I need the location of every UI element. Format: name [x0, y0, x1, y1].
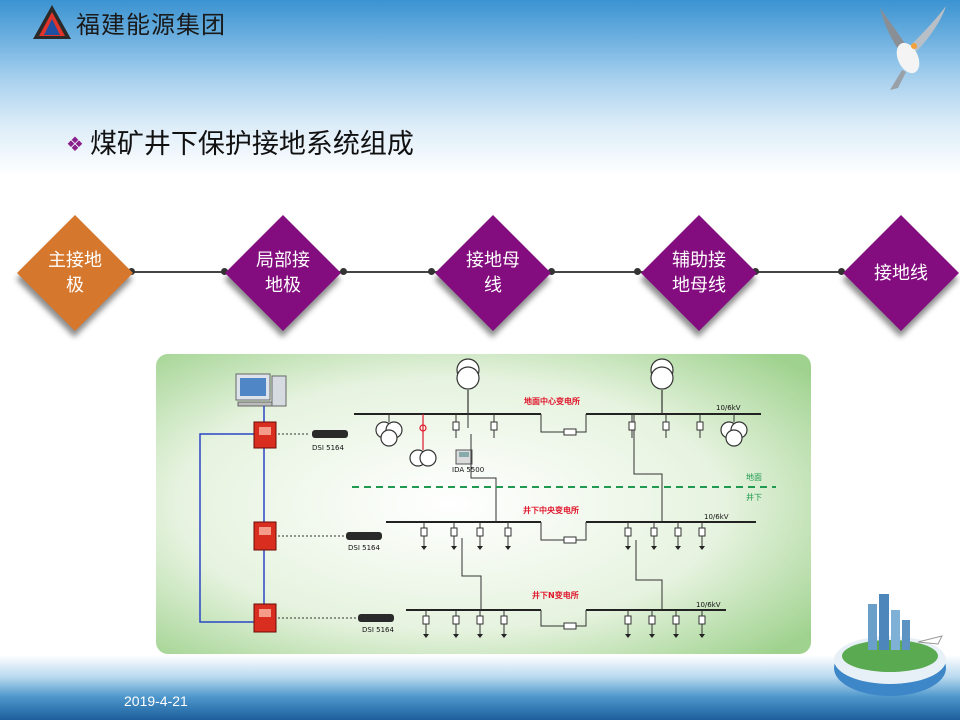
tie-lines	[461, 414, 663, 627]
connector-dot	[221, 268, 228, 275]
connector-dot	[634, 268, 641, 275]
connector-dot	[428, 268, 435, 275]
busbars	[354, 413, 761, 611]
dsi-label-1: DSI 5164	[312, 444, 344, 452]
monitor-unit-2	[253, 521, 277, 551]
dsi-label-2: DSI 5164	[348, 544, 380, 552]
ida-label: IDA 5500	[452, 466, 484, 474]
connector-dot	[548, 268, 555, 275]
footer-background	[0, 655, 960, 720]
slide-title: ❖煤矿井下保护接地系统组成	[66, 122, 414, 161]
monitor-unit-3	[253, 603, 277, 633]
flow-node-label: 接地线	[874, 262, 928, 284]
flow-node-label: 接地母 线	[466, 250, 520, 296]
voltage-label-3: 10/6kV	[696, 601, 721, 609]
monitor-network-wires	[199, 433, 265, 623]
monitor-unit-1	[253, 421, 277, 449]
computer-icon	[235, 373, 287, 407]
surface-substation-label: 地面中心变电所	[524, 396, 580, 406]
flow-node-main-electrode: 主接地 极	[16, 214, 134, 332]
dsi-devices	[278, 430, 394, 622]
header-background	[0, 0, 960, 175]
flow-node-aux-busbar: 辅助接 地母线	[640, 214, 758, 332]
seagull-icon	[880, 6, 946, 90]
connector-dot	[340, 268, 347, 275]
underground-label: 井下	[746, 492, 762, 502]
flow-node-ground-wire: 接地线	[842, 214, 960, 332]
ida-wire	[419, 414, 427, 450]
flow-node-local-electrode: 局部接 地极	[224, 214, 342, 332]
surface-label: 地面	[746, 472, 762, 482]
grounding-components-flow: 主接地 极 局部接 地极 接地母 线 辅助接 地母线 接地线	[0, 210, 960, 340]
dsi-label-3: DSI 5164	[362, 626, 394, 634]
underground-central-label: 井下中央变电所	[523, 505, 579, 515]
diamond-bullet-icon: ❖	[66, 132, 84, 156]
globe-city-icon	[834, 594, 946, 696]
slide-title-text: 煤矿井下保护接地系统组成	[89, 129, 414, 160]
voltage-label-1: 10/6kV	[716, 404, 741, 412]
feeder-arrows	[421, 546, 705, 638]
triangle-logo-icon	[33, 5, 71, 39]
brand-name: 福建能源集团	[76, 11, 226, 39]
feeder-breakers	[420, 414, 706, 634]
tie-switches	[563, 428, 577, 630]
footer-date: 2019-4-21	[124, 693, 188, 709]
ida-device-icon	[455, 449, 473, 465]
flow-node-label: 主接地 极	[48, 250, 102, 296]
grounding-system-diagram: DSI 5164 DSI 5164 DSI 5164 IDA 5500	[156, 354, 811, 654]
voltage-label-2: 10/6kV	[704, 513, 729, 521]
flow-node-ground-busbar: 接地母 线	[434, 214, 552, 332]
flow-node-label: 辅助接 地母线	[672, 250, 726, 296]
connector-dot	[838, 268, 845, 275]
underground-n-label: 井下N变电所	[532, 590, 579, 600]
flow-node-label: 局部接 地极	[256, 250, 310, 296]
diagram-background	[156, 354, 811, 654]
transformer-icons	[375, 358, 748, 467]
